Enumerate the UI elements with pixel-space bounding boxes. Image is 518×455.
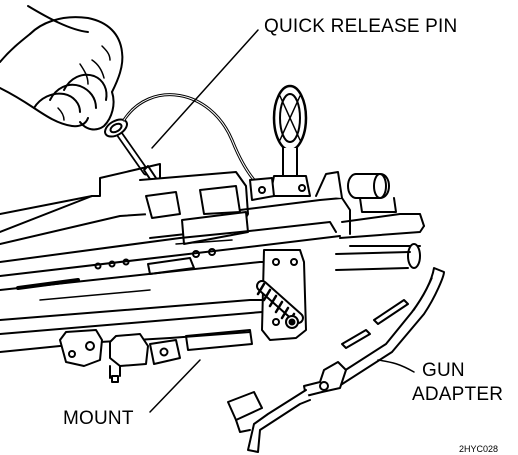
hand-drawing: [0, 5, 124, 131]
gun-adapter: [227, 267, 445, 453]
latch-plate: [256, 249, 307, 341]
gun-receiver: [0, 163, 425, 353]
adapter-leader-line: [377, 359, 415, 373]
rear-sight: [249, 84, 311, 201]
pin-leader-line: [151, 29, 259, 149]
mount-body: [59, 329, 253, 383]
quick-release-pin: [104, 93, 264, 190]
gun-adapter-label-line2: ADAPTER: [412, 384, 504, 405]
mount-leader-line: [149, 359, 201, 413]
figure-identifier: 2HYC028: [459, 444, 499, 454]
gun-adapter-label-line1: GUN: [422, 360, 465, 381]
quick-release-pin-label: QUICK RELEASE PIN: [264, 16, 458, 37]
mount-label: MOUNT: [63, 408, 134, 429]
